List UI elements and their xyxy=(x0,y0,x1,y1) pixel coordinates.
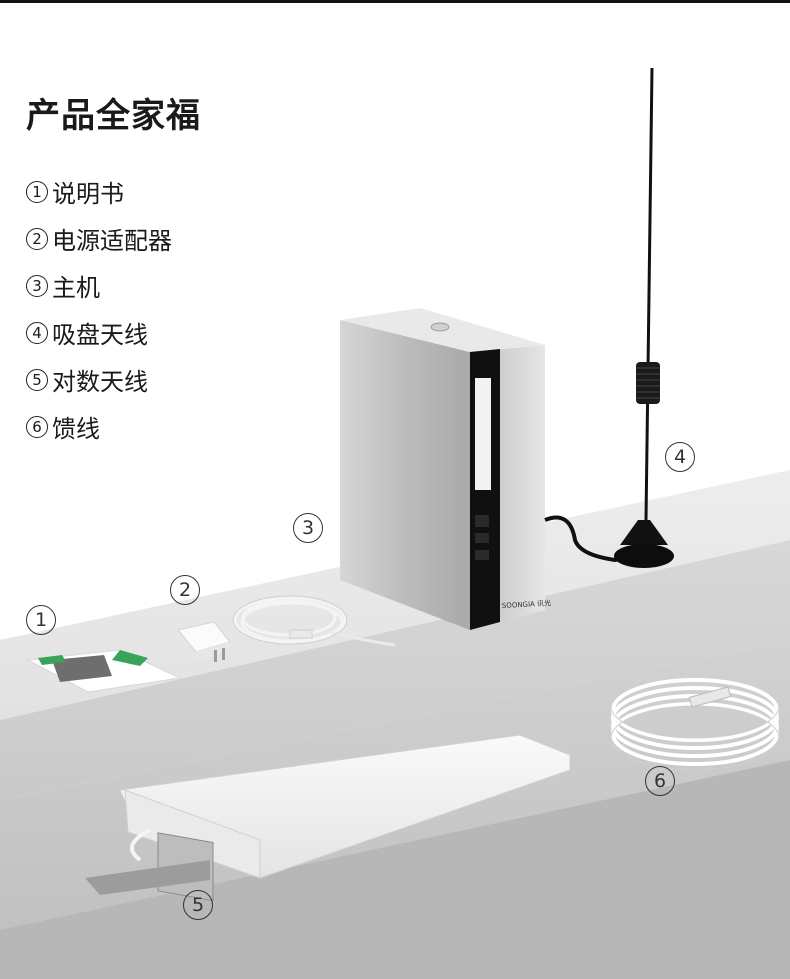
contents-list: 1 说明书 2 电源适配器 3 主机 4 吸盘天线 5 对数天线 6 馈线 xyxy=(26,168,172,450)
item-label: 馈线 xyxy=(52,415,100,443)
device-brand: SOONGIA 讯光 xyxy=(502,598,552,610)
item-number: 2 xyxy=(26,227,48,250)
manual-item xyxy=(26,649,182,693)
item-label: 电源适配器 xyxy=(52,227,172,255)
host-device xyxy=(340,308,545,630)
usb-cable xyxy=(233,596,396,647)
power-adapter xyxy=(177,621,231,662)
callout-feeder: 6 xyxy=(645,766,675,796)
item-number: 5 xyxy=(26,368,48,391)
magnetic-antenna xyxy=(614,67,674,568)
list-item-host: 3 主机 xyxy=(26,262,172,309)
callout-log-antenna: 5 xyxy=(183,890,213,920)
callout-host: 3 xyxy=(293,513,323,543)
feeder-cable xyxy=(611,678,779,766)
list-item-feeder: 6 馈线 xyxy=(26,403,172,450)
item-number: 6 xyxy=(26,415,48,438)
callout-power-adapter: 2 xyxy=(170,575,200,605)
callout-magnetic-antenna: 4 xyxy=(665,442,695,472)
device-coax xyxy=(544,515,641,563)
item-label: 主机 xyxy=(52,274,100,302)
list-item-log-antenna: 5 对数天线 xyxy=(26,356,172,403)
item-number: 1 xyxy=(26,180,48,203)
floor xyxy=(0,760,790,979)
upper-shelf-front xyxy=(0,540,790,800)
list-item-power-adapter: 2 电源适配器 xyxy=(26,215,172,262)
page-title: 产品全家福 xyxy=(26,96,201,136)
item-number: 3 xyxy=(26,274,48,297)
list-item-manual: 1 说明书 xyxy=(26,168,172,215)
item-number: 4 xyxy=(26,321,48,344)
item-label: 吸盘天线 xyxy=(52,321,148,349)
callout-manual: 1 xyxy=(26,605,56,635)
item-label: 对数天线 xyxy=(52,368,148,396)
log-periodic-antenna xyxy=(85,734,571,902)
list-item-magnetic-antenna: 4 吸盘天线 xyxy=(26,309,172,356)
top-border xyxy=(0,0,790,3)
item-label: 说明书 xyxy=(52,180,124,208)
